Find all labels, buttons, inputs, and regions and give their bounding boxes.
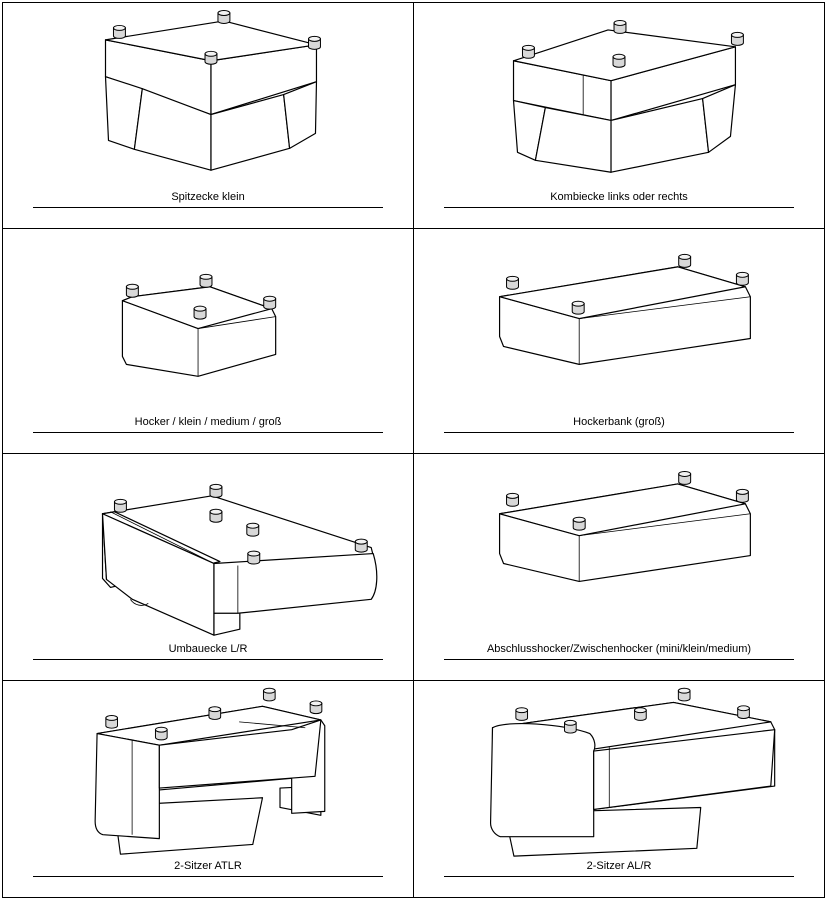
peg-icons bbox=[506, 470, 749, 531]
hockerbank-drawing bbox=[498, 253, 751, 365]
module-label: Spitzecke klein bbox=[33, 190, 383, 208]
peg-icons bbox=[113, 483, 368, 565]
module-cell-hockerbank: Hockerbank (groß) bbox=[414, 229, 825, 454]
abschlusshocker-drawing bbox=[498, 470, 751, 583]
peg-icons bbox=[105, 687, 323, 741]
module-label: Abschlusshocker/Zwischenhocker (mini/kle… bbox=[444, 642, 794, 660]
umbauecke-drawing bbox=[101, 483, 378, 636]
module-cell-umbauecke: Umbauecke L/R bbox=[3, 454, 414, 681]
kombiecke-drawing bbox=[512, 19, 744, 173]
hocker-drawing bbox=[121, 273, 277, 377]
2-sitzer-atlr-drawing bbox=[94, 687, 326, 855]
module-cell-2-sitzer-atlr: 2-Sitzer ATLR bbox=[3, 681, 414, 898]
peg-icons bbox=[506, 253, 749, 315]
module-cell-abschlusshocker: Abschlusshocker/Zwischenhocker (mini/kle… bbox=[414, 454, 825, 681]
module-cell-2-sitzer-alr: 2-Sitzer AL/R bbox=[414, 681, 825, 898]
spitzecke-drawing bbox=[104, 10, 321, 171]
2-sitzer-alr-drawing bbox=[489, 687, 776, 857]
peg-icons bbox=[521, 19, 744, 68]
module-label: Umbauecke L/R bbox=[33, 642, 383, 660]
module-cell-spitzecke: Spitzecke klein bbox=[3, 3, 414, 229]
module-label: Hockerbank (groß) bbox=[444, 415, 794, 433]
module-label: Hocker / klein / medium / groß bbox=[33, 415, 383, 433]
module-label: 2-Sitzer ATLR bbox=[33, 859, 383, 877]
peg-icons bbox=[125, 273, 277, 320]
peg-icons bbox=[112, 10, 321, 65]
module-cell-kombiecke: Kombiecke links oder rechts bbox=[414, 3, 825, 229]
peg-icons bbox=[515, 687, 750, 734]
module-cell-hocker: Hocker / klein / medium / groß bbox=[3, 229, 414, 454]
module-label: Kombiecke links oder rechts bbox=[444, 190, 794, 208]
module-label: 2-Sitzer AL/R bbox=[444, 859, 794, 877]
